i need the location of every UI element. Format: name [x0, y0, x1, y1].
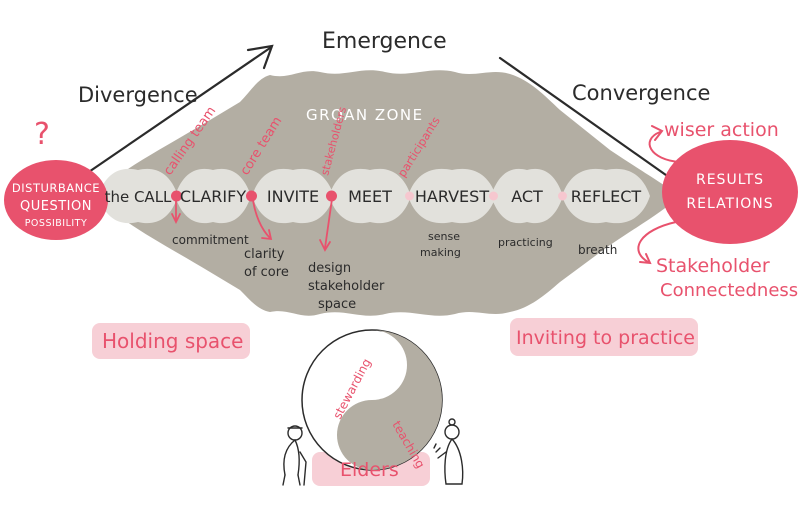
outcome-sense: sense [428, 230, 460, 243]
phase-dot-4 [405, 191, 414, 201]
divergence-label: Divergence [78, 83, 198, 107]
start-label-possibility: POSSIBILITY [25, 218, 88, 229]
emergence-label: Emergence [322, 29, 447, 54]
wiser-action-arrow [648, 125, 681, 163]
phase-node-4 [329, 168, 411, 224]
outcome-stakeholder: stakeholder [308, 279, 385, 294]
phase-label-3: INVITE [267, 187, 319, 206]
phase-label-2: CLARIFY [180, 187, 246, 206]
end-blob [662, 140, 798, 244]
holding-space-highlight [92, 323, 250, 359]
phase-node-1 [98, 168, 178, 224]
phase-dot-6 [558, 191, 567, 201]
stakeholder-label: Stakeholder [656, 255, 770, 277]
phase-label-6: ACT [511, 187, 543, 206]
start-label-disturbance: DISTURBANCE [12, 181, 100, 195]
phase-label-5: HARVEST [415, 187, 489, 206]
phase-node-5 [408, 168, 496, 224]
divergence-arrow [78, 44, 274, 180]
wiser-action-label: wiser action [664, 119, 779, 141]
outcome-design: design [308, 261, 351, 276]
outcome-practicing: practicing [498, 236, 553, 249]
elder-figure-left [282, 425, 307, 486]
outcome-of-core: of core [244, 265, 289, 280]
end-label-relations: RELATIONS [686, 196, 773, 212]
groan-zone-label: GROAN ZONE [306, 106, 424, 124]
phase-label-1: the CALL [105, 188, 172, 206]
connectedness-label: Connectedness [660, 280, 798, 301]
outcome-commitment: commitment [172, 233, 249, 247]
phase-dot-5 [489, 191, 498, 201]
phase-nodes [98, 168, 650, 224]
phase-label-4: MEET [348, 187, 392, 206]
end-label-results: RESULTS [696, 172, 764, 188]
inviting-highlight [510, 318, 698, 356]
phase-dot-3 [326, 190, 337, 202]
question-mark: ? [34, 117, 50, 152]
outcome-space: space [318, 297, 356, 312]
inviting-label: Inviting to practice [516, 327, 695, 349]
phase-dot-2 [246, 190, 257, 202]
elders-label: Elders [340, 459, 399, 481]
start-blob [4, 160, 108, 240]
convergence-label: Convergence [572, 81, 710, 105]
outcome-making: making [420, 246, 461, 259]
outcome-clarity: clarity [244, 247, 285, 262]
stakeholder-arrow [637, 221, 677, 265]
phase-node-2 [175, 168, 251, 224]
phase-node-6 [491, 168, 563, 224]
outcome-breath: breath [578, 243, 617, 257]
phase-node-7 [562, 168, 650, 224]
elder-figure-right [433, 418, 464, 485]
phase-node-3 [252, 168, 334, 224]
yin-yang-symbol [301, 329, 443, 471]
holding-space-label: Holding space [102, 329, 243, 353]
phase-label-7: REFLECT [571, 187, 642, 206]
start-label-question: QUESTION [20, 199, 92, 214]
outcome-arrows [171, 191, 334, 252]
